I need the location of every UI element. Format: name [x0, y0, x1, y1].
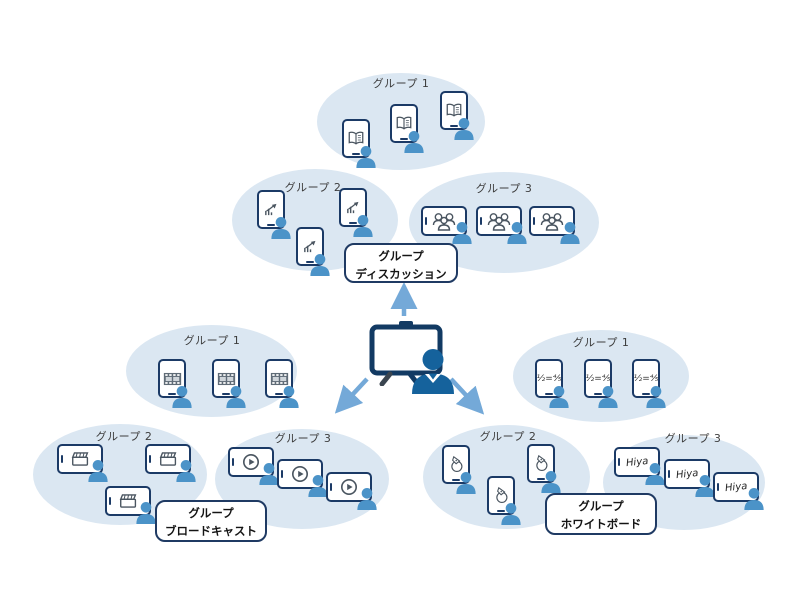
device — [487, 476, 541, 528]
device: ½=⅘ — [584, 359, 638, 411]
person-icon — [597, 385, 619, 408]
device — [476, 206, 530, 258]
whiteboard-label-line2: ホワイトボード — [560, 516, 642, 531]
device — [390, 104, 444, 156]
whiteboard-group1-name: グループ 1 — [572, 336, 630, 349]
person-icon — [453, 117, 475, 140]
device — [342, 119, 396, 171]
device — [527, 444, 581, 496]
whiteboard-label-line1: グループ — [578, 499, 624, 513]
tablet — [339, 188, 367, 227]
device — [296, 227, 350, 279]
person-icon — [403, 130, 425, 153]
person-icon — [540, 470, 562, 493]
device — [105, 486, 159, 538]
person-icon — [356, 487, 378, 510]
discussion-group3-name: グループ 3 — [475, 182, 533, 195]
person-icon — [278, 385, 300, 408]
open-book-icon — [445, 103, 463, 118]
person-icon — [644, 462, 666, 485]
broadcast-label-line2: ブロードキャスト — [165, 523, 257, 538]
discussion-label-line2: ディスカッション — [355, 266, 447, 281]
device — [529, 206, 583, 258]
person-icon — [455, 471, 477, 494]
tablet: ½=⅘ — [584, 359, 612, 398]
person-icon — [171, 385, 193, 408]
device: Hiya — [614, 447, 668, 499]
person-icon — [548, 385, 570, 408]
device — [228, 447, 282, 499]
tablet — [145, 444, 191, 474]
discussion-label-line1: グループ — [378, 249, 424, 263]
device — [277, 459, 331, 511]
person-icon — [500, 502, 522, 525]
device: Hiya — [664, 459, 718, 511]
device — [57, 444, 111, 496]
person-icon — [355, 145, 377, 168]
person-icon — [352, 214, 374, 237]
discussion-label-box: グループ ディスカッション — [344, 243, 458, 283]
device — [326, 472, 380, 524]
broadcast-group1-name: グループ 1 — [183, 334, 241, 347]
film-strip-icon — [270, 372, 289, 386]
person-icon — [225, 385, 247, 408]
broadcast-label-box: グループ ブロードキャスト — [155, 500, 267, 542]
person-icon — [270, 216, 292, 239]
device — [158, 359, 212, 411]
math-equation-icon: ½=⅘ — [585, 373, 611, 384]
math-equation-icon: ½=⅘ — [536, 373, 562, 384]
device — [265, 359, 319, 411]
presenter-person-icon — [412, 349, 454, 394]
tablet — [527, 444, 555, 483]
device: ½=⅘ — [632, 359, 686, 411]
film-strip-icon — [163, 372, 182, 386]
math-equation-icon: ½=⅘ — [633, 373, 659, 384]
broadcast-group3-name: グループ 3 — [274, 432, 332, 445]
person-icon — [175, 459, 197, 482]
arrow-down-left-to-broadcast — [334, 377, 369, 414]
device — [440, 91, 494, 143]
device — [442, 445, 496, 497]
person-icon — [506, 221, 528, 244]
person-icon — [451, 221, 473, 244]
device — [421, 206, 475, 258]
device — [212, 359, 266, 411]
open-book-icon — [347, 131, 365, 146]
discussion-group1-name: グループ 1 — [372, 77, 430, 90]
open-book-icon — [395, 116, 413, 131]
broadcast-group2-name: グループ 2 — [95, 430, 153, 443]
person-icon — [135, 501, 157, 524]
whiteboard-group2-name: グループ 2 — [479, 430, 537, 443]
person-icon — [309, 253, 331, 276]
device — [145, 444, 199, 496]
discussion-group2-name: グループ 2 — [284, 181, 342, 194]
film-strip-icon — [217, 372, 236, 386]
device — [257, 190, 311, 242]
arrow-down-right-to-whiteboard — [449, 377, 485, 415]
device: Hiya — [713, 472, 767, 524]
whiteboard-group3-name: グループ 3 — [664, 432, 722, 445]
broadcast-label-line1: グループ — [188, 506, 234, 520]
tablet: Hiya — [713, 472, 759, 502]
device — [339, 188, 393, 240]
person-icon — [645, 385, 667, 408]
person-icon — [87, 459, 109, 482]
device: ½=⅘ — [535, 359, 589, 411]
whiteboard-label-box: グループ ホワイトボード — [545, 493, 657, 535]
person-icon — [743, 487, 765, 510]
person-icon — [559, 221, 581, 244]
